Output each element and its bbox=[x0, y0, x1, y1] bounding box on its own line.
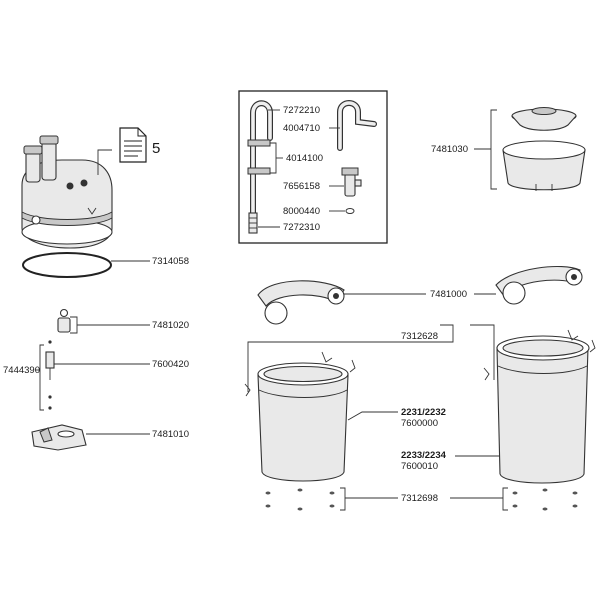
label-7481020: 7481020 bbox=[152, 320, 189, 331]
canister-small bbox=[244, 351, 356, 482]
impeller-shaft bbox=[45, 340, 55, 410]
label-4014100: 4014100 bbox=[286, 153, 323, 164]
document-icon bbox=[119, 127, 147, 163]
label-7600010: 7600010 bbox=[401, 461, 438, 472]
label-model-b: 2233/2234 bbox=[401, 450, 447, 461]
label-model-a: 2231/2232 bbox=[401, 407, 446, 418]
label-7600000: 7600000 bbox=[401, 418, 438, 429]
prefilter-lid bbox=[511, 107, 577, 131]
outflow-tube bbox=[337, 100, 377, 151]
label-7481000: 7481000 bbox=[430, 289, 467, 300]
label-7600420: 7600420 bbox=[152, 359, 189, 370]
label-7444390: 7444390 bbox=[3, 365, 40, 376]
filter-head bbox=[21, 135, 113, 249]
label-7481010: 7481010 bbox=[152, 429, 189, 440]
label-7312628: 7312628 bbox=[401, 331, 438, 342]
feet-left bbox=[265, 488, 335, 511]
gasket-ring bbox=[22, 252, 112, 278]
carry-handle-left bbox=[257, 280, 345, 325]
hose-set-frame bbox=[238, 90, 388, 244]
carry-handle-right bbox=[495, 265, 583, 305]
label-8000440: 8000440 bbox=[283, 206, 320, 217]
label-7656158: 7656158 bbox=[283, 181, 320, 192]
canister-large bbox=[483, 329, 596, 484]
manual-count: 5 bbox=[152, 140, 160, 157]
label-7312698: 7312698 bbox=[401, 493, 438, 504]
label-7272310: 7272310 bbox=[283, 222, 320, 233]
label-7481030: 7481030 bbox=[431, 144, 468, 155]
impeller-housing bbox=[31, 424, 87, 451]
prefilter-basket bbox=[502, 140, 586, 191]
label-4004710: 4004710 bbox=[283, 123, 320, 134]
label-7314058: 7314058 bbox=[152, 256, 189, 267]
valve-part bbox=[341, 167, 362, 197]
feet-right bbox=[512, 488, 578, 511]
impeller-cap bbox=[57, 308, 71, 333]
label-7272210: 7272210 bbox=[283, 105, 320, 116]
small-o-ring bbox=[345, 208, 355, 214]
intake-tube bbox=[247, 100, 273, 234]
